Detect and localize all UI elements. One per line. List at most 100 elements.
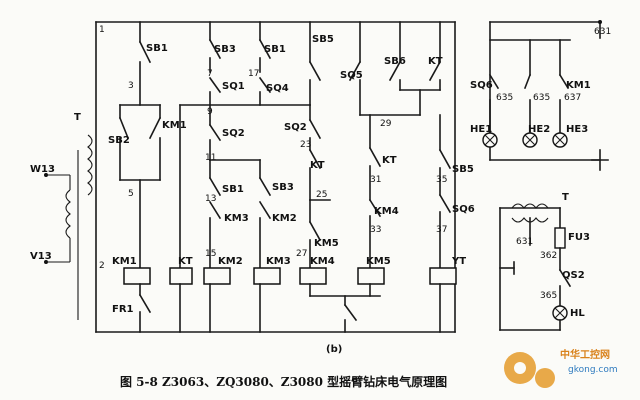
- column-km3: SB1 17 SQ4 SB3 KM2 KM3: [248, 21, 297, 333]
- wire-3: 3: [128, 81, 134, 91]
- sb6-contact: [388, 60, 402, 82]
- wire-362: 362: [540, 251, 557, 261]
- kt-coil: [169, 267, 193, 285]
- sb1b-contact: [258, 38, 272, 60]
- watermark-site: gkong.com: [568, 365, 618, 375]
- qs2-switch: [558, 268, 572, 288]
- sb1-label: SB1: [146, 43, 168, 54]
- column-kt: KT: [169, 104, 211, 333]
- wire-35: 35: [436, 175, 447, 185]
- kt-yt-contact: [428, 60, 442, 82]
- kt-delay-contact: [308, 148, 322, 170]
- transformer-label: T: [74, 112, 81, 123]
- sb1b-label: SB1: [264, 44, 286, 55]
- km2-coil-label: KM2: [218, 256, 243, 267]
- sb3-nc-contact: [258, 176, 272, 197]
- kt-nc-label: KT: [382, 155, 397, 166]
- wire-15: 15: [205, 249, 216, 259]
- watermark-name: 中华工控网: [560, 348, 610, 361]
- km1-lamp-label: KM1: [566, 80, 591, 91]
- sq3-contact: [258, 76, 272, 94]
- km2-interlock-label: KM2: [272, 213, 297, 224]
- wire-33: 33: [370, 225, 381, 235]
- km1-self-hold: [148, 116, 162, 140]
- secondary-winding: [87, 134, 93, 196]
- fu3-label: FU3: [568, 232, 590, 243]
- wire-631-top: 631: [594, 27, 611, 37]
- km3-interlock-label: KM3: [224, 213, 249, 224]
- wire-31: 31: [370, 175, 381, 185]
- km1-contact-label: KM1: [162, 120, 187, 131]
- sq6-contact: [438, 193, 452, 214]
- wire-9: 9: [207, 107, 213, 117]
- column-km5: SQ5 29 KT 31 KM4 33 KM5: [340, 21, 421, 333]
- sb3-nc-label: SB3: [272, 182, 294, 193]
- kt-contact-label: KT: [310, 160, 325, 171]
- km1-coil-label: KM1: [112, 256, 137, 267]
- wire-5: 5: [128, 189, 134, 199]
- sb1-nc-label: SB1: [222, 184, 244, 195]
- sb3-label: SB3: [214, 44, 236, 55]
- kt-coil-label: KT: [178, 256, 193, 267]
- km5-interlock-label: KM5: [314, 238, 339, 249]
- column-km2: SB3 7 SQ1 9 SQ2 11 SB1 13 KM3 15 KM2: [203, 21, 261, 333]
- wire-27: 27: [296, 249, 307, 259]
- sq4-contact: [348, 60, 362, 82]
- w13-label: W13: [30, 164, 55, 175]
- km2-coil: [203, 267, 231, 285]
- primary-winding: [65, 189, 71, 239]
- qs2-label: QS2: [562, 270, 585, 281]
- yt-coil: [429, 267, 457, 285]
- wire-23: 23: [300, 140, 311, 150]
- lamp-circuit: 631 SQ6 635 635 KM1 637 HE1 HE2 HE3: [470, 20, 611, 171]
- common-nc-contact: [343, 303, 358, 322]
- km3-coil: [253, 267, 281, 285]
- hl-transformer-label: T: [562, 192, 569, 203]
- wire-11: 11: [205, 153, 216, 163]
- sb3-contact: [208, 38, 222, 60]
- sq6-label: SQ6: [452, 204, 475, 215]
- wire-635b: 635: [533, 93, 550, 103]
- wire-13: 13: [205, 194, 216, 204]
- wire-1: 1: [99, 25, 105, 35]
- wire-637: 637: [564, 93, 581, 103]
- km3-coil-label: KM3: [266, 256, 291, 267]
- km4-interlock: [368, 198, 382, 218]
- km1-coil: [123, 267, 151, 285]
- yt-coil-label: YT: [451, 256, 466, 267]
- figure-caption: 图 5-8 Z3063、ZQ3080、Z3080 型摇臂钻床电气原理图: [120, 374, 447, 389]
- km5-coil: [357, 267, 385, 285]
- wire-365: 365: [540, 291, 557, 301]
- km5-coil-label: KM5: [366, 256, 391, 267]
- km4-interlock-label: KM4: [374, 206, 399, 217]
- wire-631-hl: 631: [516, 237, 533, 247]
- wire-17: 17: [248, 69, 259, 79]
- kt-yt-label: KT: [428, 56, 443, 67]
- column-yt: SB6 KT SB5 35 SQ6 37 YT: [384, 21, 475, 333]
- sb2-label: SB2: [108, 135, 130, 146]
- sq2b-contact: [308, 118, 322, 140]
- km4-coil: [299, 267, 327, 285]
- sb6-label: SB6: [384, 56, 406, 67]
- sq3-label: SQ4: [266, 83, 289, 94]
- km4-coil-label: KM4: [310, 256, 335, 267]
- sb1-contact: [138, 40, 152, 64]
- column-km4: SB5 SQ2 23 KT 25 KM5 27 KM4: [209, 21, 381, 297]
- watermark-logo: 中华工控网 gkong.com: [504, 348, 618, 388]
- sb5-contact: [308, 60, 322, 82]
- fu3-fuse: [554, 227, 566, 249]
- column-km1: SB1 3 SB2 KM1 5 KM1 FR1: [108, 21, 187, 333]
- km3-interlock: [208, 200, 222, 220]
- km1-lamp-contact: [558, 73, 570, 90]
- km2-interlock: [258, 200, 272, 220]
- sb5b-label: SB5: [452, 164, 474, 175]
- sq2-label: SQ2: [222, 128, 245, 139]
- v13-label: V13: [30, 251, 52, 262]
- fr1-label: FR1: [112, 304, 134, 315]
- sb1-nc-contact: [208, 176, 222, 197]
- wire-2: 2: [99, 261, 105, 271]
- sq2-contact: [208, 123, 222, 142]
- sq2b-label: SQ2: [284, 122, 307, 133]
